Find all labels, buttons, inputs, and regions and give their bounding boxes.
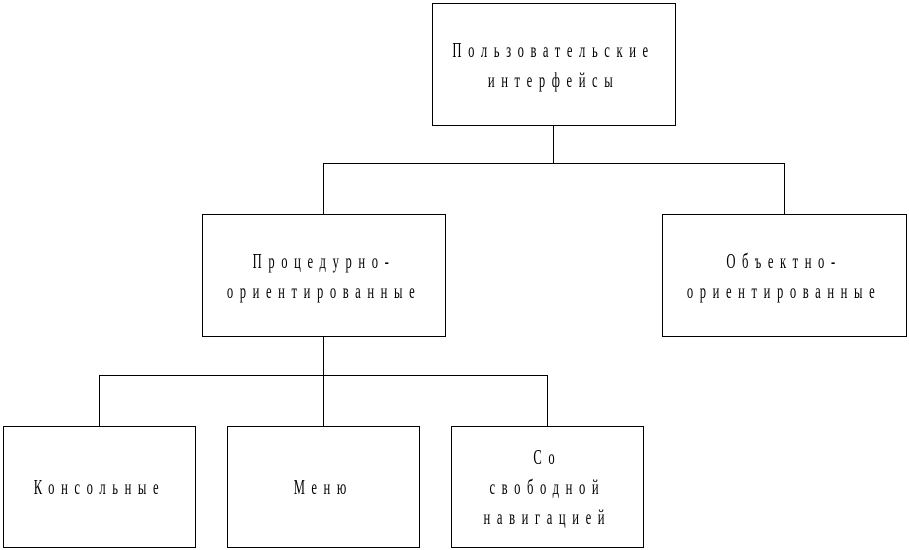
node-procedural: Процедурно- ориентированные — [202, 214, 446, 337]
connector — [323, 163, 324, 214]
connector — [553, 125, 554, 164]
connector — [323, 336, 324, 376]
connector — [784, 163, 785, 214]
node-label: Консольные — [33, 475, 166, 499]
node-label: Меню — [293, 475, 354, 499]
node-label: Процедурно- ориентированные — [226, 248, 422, 303]
node-free-navigation: Со свободной навигацией — [451, 426, 644, 548]
node-menu: Меню — [227, 426, 420, 548]
node-label: Пользовательские интерфейсы — [452, 37, 656, 92]
node-user-interfaces: Пользовательские интерфейсы — [432, 3, 676, 126]
connector — [547, 375, 548, 426]
node-label: Объектно- ориентированные — [687, 248, 882, 303]
node-console: Консольные — [3, 426, 196, 548]
connector — [323, 375, 324, 426]
connector — [99, 375, 100, 426]
node-object-oriented: Объектно- ориентированные — [662, 214, 907, 337]
connector — [323, 163, 785, 164]
node-label: Со свободной навигацией — [483, 445, 612, 529]
